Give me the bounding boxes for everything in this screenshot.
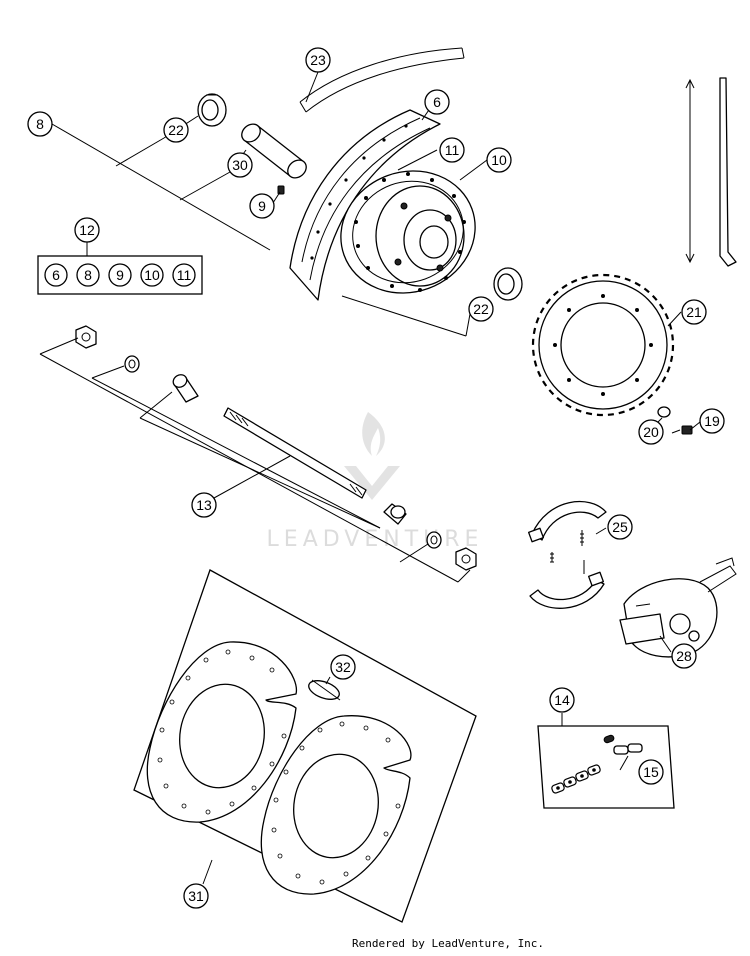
callout-31: 31: [183, 883, 209, 909]
leader-lines: [51, 71, 701, 885]
axle-nut-right: [455, 547, 477, 571]
callout-19: 19: [699, 408, 725, 434]
callout-14: 14: [549, 687, 575, 713]
axle-washer-left: [124, 355, 140, 373]
callout-15: 15: [638, 759, 664, 785]
brake-shoe-upper: [528, 500, 607, 543]
svg-text:25: 25: [612, 519, 628, 535]
svg-text:15: 15: [643, 764, 659, 780]
decal-lower: [260, 715, 412, 895]
svg-text:23: 23: [310, 52, 326, 68]
callout-10: 10: [486, 147, 512, 173]
spacer-sleeve: [241, 123, 307, 179]
rear-hub: [340, 170, 476, 294]
svg-text:22: 22: [168, 122, 184, 138]
svg-text:8: 8: [36, 116, 44, 132]
svg-text:10: 10: [491, 152, 507, 168]
axle-nut-left: [75, 325, 97, 349]
svg-text:6: 6: [52, 267, 60, 283]
svg-text:20: 20: [643, 424, 659, 440]
svg-text:21: 21: [686, 304, 702, 320]
axle-spacer-left: [172, 374, 199, 403]
rim-tape: [299, 47, 465, 113]
axle-spacer-right: [383, 503, 407, 525]
chain-master-link: [603, 734, 643, 755]
svg-text:9: 9: [258, 198, 266, 214]
svg-text:14: 14: [554, 692, 570, 708]
chain-box: [537, 725, 675, 809]
decal-sheet: [133, 569, 477, 923]
callout-13: 13: [191, 492, 217, 518]
svg-text:11: 11: [445, 142, 460, 158]
kit12-item-6: 6: [44, 263, 68, 287]
callout-20: 20: [638, 419, 664, 445]
brake-shoe-lower: [529, 571, 605, 609]
wheel-bearing-left: [197, 93, 227, 127]
callout-32: 32: [330, 654, 356, 680]
svg-text:28: 28: [676, 648, 692, 664]
svg-text:31: 31: [188, 888, 204, 904]
brake-plate: [619, 557, 737, 658]
svg-text:30: 30: [232, 157, 248, 173]
callout-25: 25: [607, 514, 633, 540]
svg-text:12: 12: [79, 222, 95, 238]
callout-23: 23: [305, 47, 331, 73]
leadventure-watermark: LEADVENTURE: [267, 412, 484, 552]
axle-washer-right: [426, 531, 442, 549]
svg-text:11: 11: [177, 267, 192, 283]
svg-text:6: 6: [433, 94, 441, 110]
svg-text:32: 32: [335, 659, 351, 675]
rear-sprocket: [531, 273, 675, 417]
rear-axle: [223, 407, 367, 499]
spoke: [685, 77, 737, 267]
kit12-item-11: 11: [172, 263, 196, 287]
watermark-text: LEADVENTURE: [267, 527, 484, 552]
callout-9: 9: [249, 193, 275, 219]
callout-11: 11: [439, 137, 465, 163]
sprocket-washer: [657, 406, 671, 418]
callout-28: 28: [671, 643, 697, 669]
callout-21: 21: [681, 299, 707, 325]
decal-upper: [146, 641, 298, 823]
drive-chain: [551, 764, 601, 794]
sprocket-bolt: [671, 425, 693, 435]
callout-8: 8: [27, 111, 53, 137]
footer-credit: Rendered by LeadVenture, Inc.: [352, 937, 545, 950]
callout-6: 6: [424, 89, 450, 115]
rim: [289, 109, 441, 301]
kit-12-box: 6 8 9 10 11: [37, 255, 203, 295]
svg-text:8: 8: [84, 267, 92, 283]
brake-springs: [550, 530, 585, 574]
kit12-item-9: 9: [108, 263, 132, 287]
svg-text:10: 10: [144, 267, 160, 283]
svg-text:9: 9: [116, 267, 124, 283]
kit12-item-8: 8: [76, 263, 100, 287]
callout-22-bottom: 22: [468, 296, 494, 322]
svg-text:22: 22: [473, 301, 489, 317]
svg-text:19: 19: [704, 413, 720, 429]
callout-12: 12: [74, 217, 100, 243]
wheel-bearing-right: [493, 267, 523, 301]
callout-30: 30: [227, 152, 253, 178]
svg-text:13: 13: [196, 497, 212, 513]
kit12-item-10: 10: [140, 263, 164, 287]
callout-22-top: 22: [163, 117, 189, 143]
